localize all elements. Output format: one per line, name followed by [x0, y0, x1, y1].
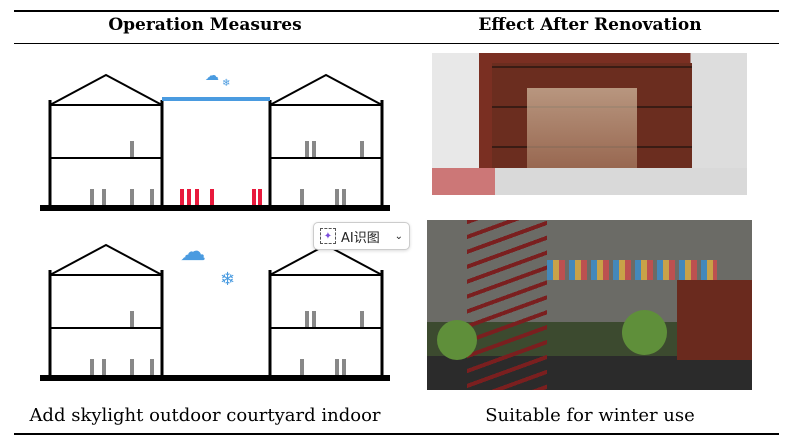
- person-figure-highlight: [252, 189, 256, 205]
- person-figure-highlight: [258, 189, 262, 205]
- person-figure-highlight: [210, 189, 214, 205]
- person-figure: [150, 359, 154, 375]
- header-operation-measures: Operation Measures: [108, 15, 302, 35]
- table-top-rule: [14, 10, 779, 12]
- cloud-rain-icon: ☁: [180, 240, 206, 267]
- person-figure: [150, 189, 154, 205]
- person-figure: [90, 359, 94, 375]
- person-figure: [102, 359, 106, 375]
- person-figure: [130, 189, 134, 205]
- ground-slab: [40, 375, 390, 381]
- section-diagram-open-courtyard: ☁❄: [40, 240, 390, 381]
- person-figure: [130, 311, 134, 327]
- table-bottom-rule: [14, 433, 779, 435]
- roof-truss: [49, 243, 163, 276]
- render-courtyard-interior: [427, 220, 752, 390]
- person-figure: [312, 141, 316, 157]
- roof-truss: [269, 73, 383, 106]
- snowflake-icon: ❄: [222, 78, 230, 89]
- skylight-glass: [162, 97, 270, 101]
- person-figure: [342, 189, 346, 205]
- person-figure: [130, 141, 134, 157]
- person-figure: [102, 189, 106, 205]
- person-figure: [300, 359, 304, 375]
- person-figure-highlight: [180, 189, 184, 205]
- person-figure: [305, 311, 309, 327]
- person-figure: [312, 311, 316, 327]
- person-figure-highlight: [195, 189, 199, 205]
- ai-button-label: AI识图: [341, 230, 380, 246]
- caption-operation: Add skylight outdoor courtyard indoor: [29, 405, 381, 426]
- person-figure: [90, 189, 94, 205]
- cloud-rain-icon: ☁: [205, 68, 219, 84]
- person-figure: [342, 359, 346, 375]
- person-figure: [305, 141, 309, 157]
- snowflake-icon: ❄: [220, 269, 235, 290]
- person-figure: [335, 189, 339, 205]
- sparkle-scan-icon: ✦: [320, 228, 336, 244]
- header-rule: [14, 43, 779, 44]
- ai-image-recognition-button[interactable]: ✦ AI识图 ⌄: [313, 222, 410, 250]
- person-figure: [335, 359, 339, 375]
- person-figure: [360, 311, 364, 327]
- section-diagram-skylight: ☁❄: [40, 68, 390, 211]
- roof-truss: [49, 73, 163, 106]
- person-figure-highlight: [187, 189, 191, 205]
- caption-effect: Suitable for winter use: [485, 405, 695, 426]
- person-figure: [360, 141, 364, 157]
- person-figure: [300, 189, 304, 205]
- header-effect-after-renovation: Effect After Renovation: [478, 15, 702, 35]
- chevron-down-icon: ⌄: [394, 230, 403, 242]
- ground-slab: [40, 205, 390, 211]
- render-courtyard-section: [432, 53, 747, 195]
- person-figure: [130, 359, 134, 375]
